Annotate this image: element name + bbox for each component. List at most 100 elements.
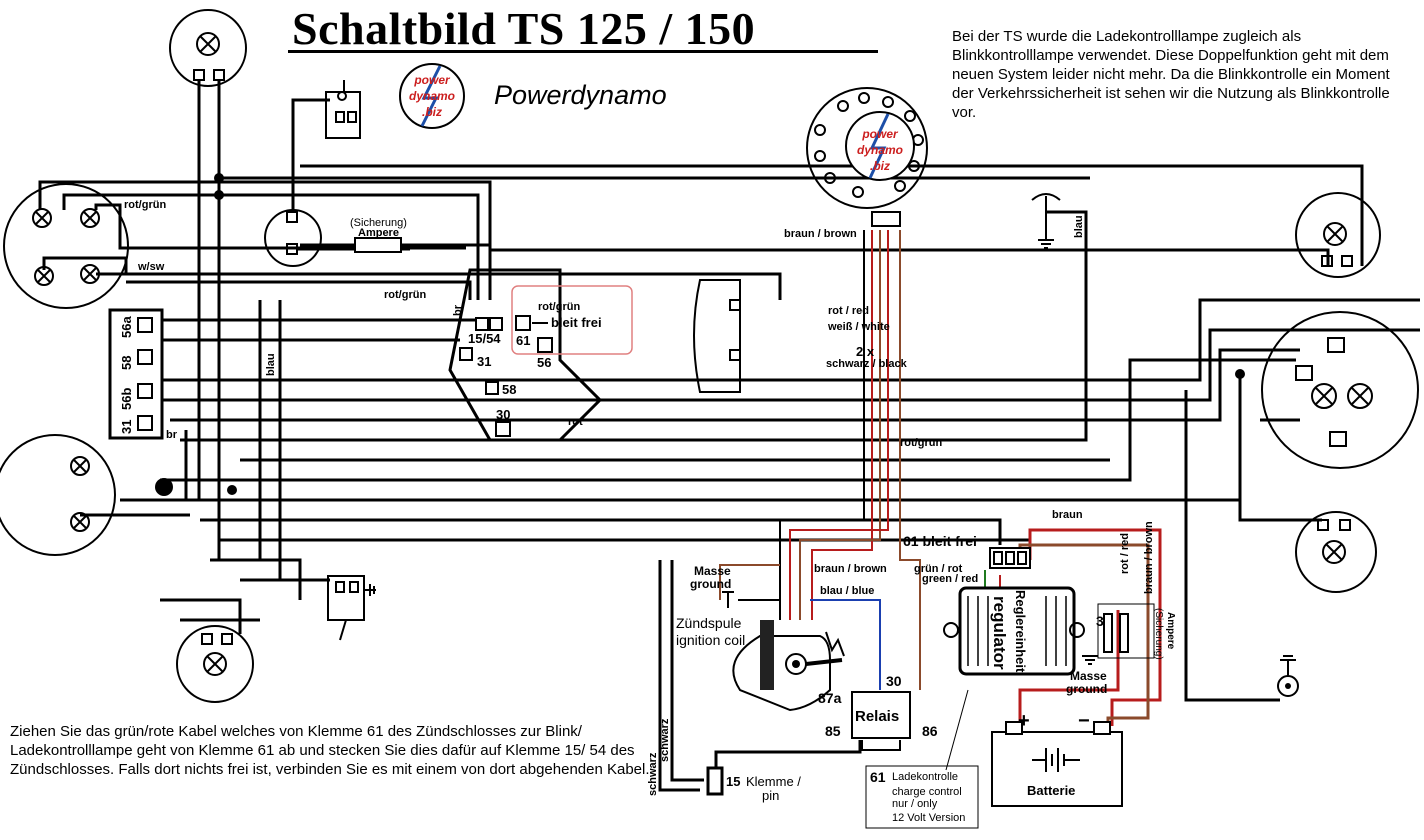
battery-plus: + xyxy=(1018,710,1030,732)
ignition-switch: 15/54 31 61 56 58 30 bleit frei xyxy=(448,268,633,442)
wiring-colored xyxy=(719,230,1162,726)
label-br-2: br xyxy=(166,429,178,441)
wiring-black xyxy=(38,80,1420,792)
charge-control-line4: 12 Volt Version xyxy=(892,812,965,824)
label-rot-gruen-3: rot/grün xyxy=(538,301,580,313)
charge-control-line1: Ladekontrolle xyxy=(892,771,958,783)
note-bottom: Ziehen Sie das grün/rote Kabel welches v… xyxy=(10,723,650,778)
regulator: Reglereinheit regulator 61 bleit frei 30 xyxy=(903,533,1112,676)
ignition-56: 56 xyxy=(537,355,551,370)
wire-labels: rot/grün w/sw rot/grün br blau br rot/gr… xyxy=(124,199,1155,796)
label-schwarz-black: schwarz / black xyxy=(826,358,908,370)
fuse-ampere-label: Ampere xyxy=(358,227,399,239)
klemme-15-pin xyxy=(706,766,724,796)
ignition-1554: 15/54 xyxy=(468,331,501,346)
klemme-en: pin xyxy=(762,788,779,803)
coil-label-de: Zündspule xyxy=(676,615,742,631)
ground-symbols xyxy=(722,591,1098,665)
ignition-30: 30 xyxy=(496,407,510,422)
label-braun-brown-vertical: braun / brown xyxy=(1143,521,1155,594)
component-labels: Masse ground Masse ground Zündspule igni… xyxy=(676,564,1107,824)
label-rot-gruen-1: rot/grün xyxy=(124,199,166,211)
ground-label-1: ground xyxy=(690,577,731,591)
title-underline xyxy=(288,50,878,53)
highlight-box xyxy=(511,285,633,355)
bottom-right-lamp xyxy=(1295,511,1377,593)
label-rot-gruen-2: rot/grün xyxy=(384,289,426,301)
charge-control-box xyxy=(865,689,979,829)
terminal-block: 56a 58 56b 31 xyxy=(108,308,164,440)
fuse-right: (Sicherung) Ampere xyxy=(1097,603,1176,660)
bottom-left-lamp xyxy=(176,625,254,703)
label-blau-1: blau xyxy=(265,353,277,376)
regulator-label-de: Reglereinheit xyxy=(1013,590,1028,673)
label-w-sw: w/sw xyxy=(137,261,165,273)
speedometer-housing xyxy=(693,279,741,393)
label-rot-red: rot / red xyxy=(828,305,869,317)
fuse-right-sicherung: (Sicherung) xyxy=(1153,608,1164,660)
coil-label-en: ignition coil xyxy=(676,632,745,648)
charge-control-num: 61 xyxy=(870,769,886,785)
horn xyxy=(1277,655,1299,697)
logo-gen-line2: dynamo xyxy=(857,143,903,157)
label-braun-brown-2: braun / brown xyxy=(814,563,887,575)
relay-label: Relais xyxy=(855,708,899,725)
tail-light-right xyxy=(1261,311,1419,469)
ignition-58: 58 xyxy=(502,382,516,397)
ignition-coil xyxy=(732,620,845,712)
label-blau-2: blau xyxy=(1073,215,1085,238)
label-schwarz-1: schwarz xyxy=(647,752,659,796)
terminal-56a: 56a xyxy=(119,316,134,338)
label-gruen-rot: grün / rot xyxy=(914,563,963,575)
relay-30: 30 xyxy=(886,673,902,689)
label-rot: rot xyxy=(568,416,583,428)
fuse-right-ampere: Ampere xyxy=(1165,612,1176,650)
brake-switch-lamp xyxy=(264,209,322,267)
diagram-title: Schaltbild TS 125 / 150 xyxy=(292,3,756,54)
fuse-top: (Sicherung) Ampere xyxy=(350,217,407,253)
logo-top-line1: power xyxy=(413,73,451,87)
headlight-left xyxy=(3,183,129,309)
neutral-switch xyxy=(1031,193,1088,249)
relay xyxy=(851,691,911,751)
terminal-31: 31 xyxy=(119,420,134,434)
ignition-31: 31 xyxy=(477,354,491,369)
generator xyxy=(806,87,928,227)
top-right-lamp xyxy=(1295,192,1381,278)
label-2x: 2 x xyxy=(856,344,875,359)
terminal-58: 58 xyxy=(119,356,134,370)
battery-label: Batterie xyxy=(1027,783,1075,798)
label-blau-blue: blau / blue xyxy=(820,585,874,597)
ground-label-2: ground xyxy=(1066,682,1107,696)
label-br-1: br xyxy=(452,304,464,316)
klemme-num: 15 xyxy=(726,774,740,789)
logo-generator: power dynamo .biz xyxy=(845,111,915,181)
relay-87a: 87a xyxy=(818,690,842,706)
note-top: Bei der TS wurde die Ladekontrolllampe z… xyxy=(952,28,1390,121)
logo-top: power dynamo .biz xyxy=(399,63,465,129)
relay-86: 86 xyxy=(922,723,938,739)
masse-label-2: Masse xyxy=(1070,669,1107,683)
logo-top-line3: .biz xyxy=(422,105,442,119)
label-rot-gruen-4: rot/grün xyxy=(900,437,942,449)
label-braun: braun xyxy=(1052,509,1083,521)
battery-minus: − xyxy=(1078,710,1090,732)
charge-control-line2: charge control xyxy=(892,786,962,798)
top-left-lamp xyxy=(169,9,247,87)
masse-label-1: Masse xyxy=(694,564,731,578)
charge-control-line3: nur / only xyxy=(892,798,938,810)
logo-gen-line1: power xyxy=(861,127,899,141)
ignition-bleit-frei: bleit frei xyxy=(551,315,602,330)
logo-gen-line3: .biz xyxy=(870,159,890,173)
klemme-de: Klemme / xyxy=(746,774,801,789)
logo-top-line2: dynamo xyxy=(409,89,455,103)
brand-name: Powerdynamo xyxy=(494,80,667,110)
battery xyxy=(991,721,1123,807)
label-schwarz-2: schwarz xyxy=(659,718,671,762)
relay-85: 85 xyxy=(825,723,841,739)
label-green-red: green / red xyxy=(922,573,978,585)
fuse-sicherung-label: (Sicherung) xyxy=(350,217,407,229)
label-rot-red-vertical: rot / red xyxy=(1119,533,1131,574)
brake-light-switch-bottom xyxy=(327,575,376,641)
